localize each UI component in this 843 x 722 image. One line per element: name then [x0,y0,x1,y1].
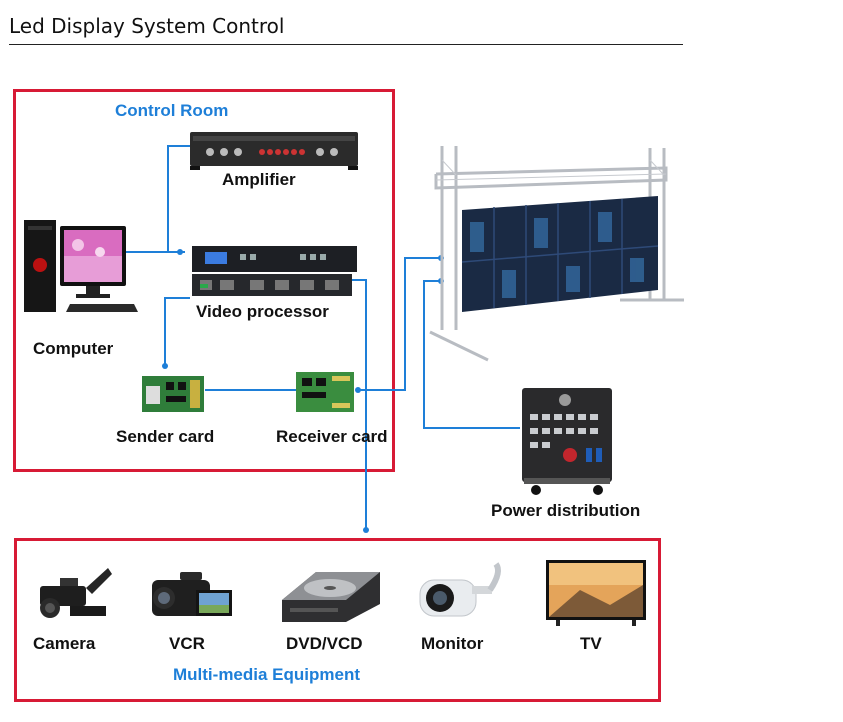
receiver-card-icon [296,372,354,412]
dvd-vcd-label: DVD/VCD [286,634,363,653]
power-distribution-label: Power distribution [491,501,641,520]
receiver-card-label: Receiver card [276,427,388,446]
camera-icon [40,568,112,618]
sender-card-label: Sender card [116,427,215,446]
computer-label: Computer [33,339,114,358]
sender-card-icon [142,376,204,412]
receiver-screen-link [358,257,442,391]
monitor-label: Monitor [421,634,484,653]
tv-icon [546,560,646,626]
processor-multimedia-link [352,279,367,530]
video-processor-label: Video processor [196,302,329,321]
processor-sender-link [164,297,190,366]
control-room-frame [13,89,395,472]
connector-lines [125,145,520,530]
amplifier-icon [190,132,358,170]
control-room-heading: Control Room [115,101,229,120]
video-processor-icon [192,246,357,296]
camera-label: Camera [33,634,96,653]
computer-icon [24,220,138,312]
led-screen-icon [429,146,684,362]
vcr-icon [152,572,232,616]
dvd-drive-icon [282,572,380,622]
monitor-camera-icon [419,562,501,617]
tv-label: TV [580,634,602,653]
amplifier-label: Amplifier [222,170,296,189]
computer-amplifier-link [125,145,190,253]
screen-power-link [423,280,520,429]
multimedia-heading: Multi-media Equipment [173,665,360,684]
page-title: Led Display System Control [9,14,285,38]
title-divider [9,44,683,45]
vcr-label: VCR [169,634,205,653]
power-distribution-icon [522,388,612,495]
multimedia-frame [14,538,661,702]
